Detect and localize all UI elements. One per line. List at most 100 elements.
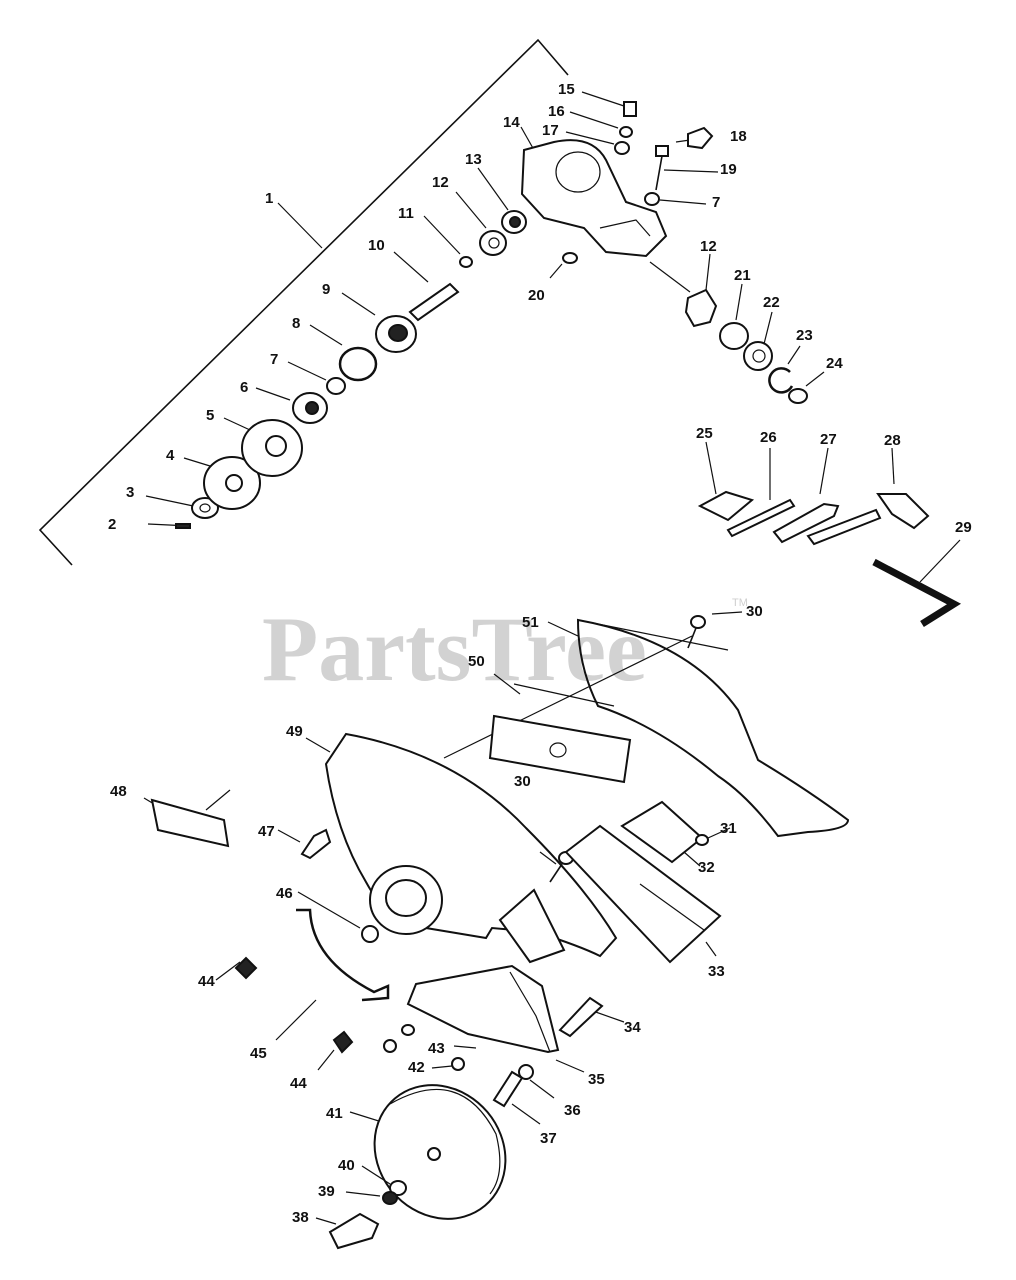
label-10: 10 bbox=[368, 237, 385, 254]
label-41: 41 bbox=[326, 1105, 343, 1122]
label-7a: 7 bbox=[270, 351, 278, 368]
label-36: 36 bbox=[564, 1102, 581, 1119]
label-12b: 12 bbox=[700, 238, 717, 255]
label-13: 13 bbox=[465, 151, 482, 168]
part-4-outer-washer bbox=[183, 456, 261, 510]
label-31: 31 bbox=[720, 820, 737, 837]
label-28: 28 bbox=[884, 432, 901, 449]
part-48-label bbox=[143, 789, 231, 848]
label-6: 6 bbox=[240, 379, 248, 396]
part-13-bearing bbox=[477, 167, 527, 234]
part-12b-gear bbox=[684, 253, 718, 328]
label-37: 37 bbox=[540, 1130, 557, 1147]
part-26-rod bbox=[726, 448, 796, 538]
label-48: 48 bbox=[110, 783, 127, 800]
label-19: 19 bbox=[720, 161, 737, 178]
part-5-inner-washer bbox=[223, 417, 303, 477]
label-47: 47 bbox=[258, 823, 275, 840]
label-1: 1 bbox=[265, 190, 273, 207]
part-45-strap bbox=[275, 908, 390, 1041]
part-14-gear-case bbox=[520, 126, 691, 293]
assembly-bracket bbox=[38, 38, 569, 566]
part-47-bolt bbox=[277, 828, 332, 860]
label-8: 8 bbox=[292, 315, 300, 332]
label-23: 23 bbox=[796, 327, 813, 344]
part-2-bolt bbox=[147, 523, 191, 529]
part-38-cover bbox=[315, 1212, 380, 1250]
part-23-circlip bbox=[768, 345, 801, 394]
label-30b: 30 bbox=[514, 773, 531, 790]
part-44b-bolt bbox=[317, 1030, 354, 1071]
label-7b: 7 bbox=[712, 194, 720, 211]
part-19-bolt bbox=[655, 145, 719, 191]
part-40-washer bbox=[361, 1165, 407, 1196]
label-34: 34 bbox=[624, 1019, 641, 1036]
part-42-screw bbox=[383, 1039, 465, 1071]
label-26: 26 bbox=[760, 429, 777, 446]
label-18: 18 bbox=[730, 128, 747, 145]
label-46: 46 bbox=[276, 885, 293, 902]
part-51-guard bbox=[547, 618, 850, 838]
part-36-nut bbox=[518, 1064, 555, 1099]
label-43: 43 bbox=[428, 1040, 445, 1057]
label-12a: 12 bbox=[432, 174, 449, 191]
part-44a-bolt bbox=[215, 956, 258, 981]
part-17-washer bbox=[565, 131, 630, 155]
label-39: 39 bbox=[318, 1183, 335, 1200]
label-30a: 30 bbox=[746, 603, 763, 620]
part-33-plate bbox=[564, 824, 722, 964]
label-21: 21 bbox=[734, 267, 751, 284]
part-6-bearing bbox=[255, 387, 328, 424]
label-32: 32 bbox=[698, 859, 715, 876]
part-10-shaft bbox=[393, 251, 460, 322]
part-12-bearing-upper bbox=[455, 191, 507, 256]
label-3: 3 bbox=[126, 484, 134, 501]
part-35-bracket bbox=[406, 964, 585, 1073]
label-38: 38 bbox=[292, 1209, 309, 1226]
part-43-screw bbox=[401, 1024, 477, 1049]
part-24-ring bbox=[788, 371, 825, 404]
label-15: 15 bbox=[558, 81, 575, 98]
label-49: 49 bbox=[286, 723, 303, 740]
part-25-tool-bag bbox=[697, 441, 755, 522]
label-24: 24 bbox=[826, 355, 843, 372]
label-27: 27 bbox=[820, 431, 837, 448]
label-22: 22 bbox=[763, 294, 780, 311]
label-33: 33 bbox=[708, 963, 725, 980]
part-28-box-wrench bbox=[806, 447, 930, 546]
label-45: 45 bbox=[250, 1045, 267, 1062]
part-30a-screw bbox=[443, 611, 743, 759]
callout-labels: 1 2 3 4 5 6 7 8 9 10 11 12 13 14 15 16 1… bbox=[108, 81, 972, 1226]
label-9: 9 bbox=[322, 281, 330, 298]
part-50-plate bbox=[488, 673, 632, 784]
label-17: 17 bbox=[542, 122, 559, 139]
label-42: 42 bbox=[408, 1059, 425, 1076]
part-8-snap-ring bbox=[309, 324, 378, 382]
part-27-wrench bbox=[772, 447, 840, 544]
label-5: 5 bbox=[206, 407, 214, 424]
part-7-washer bbox=[287, 361, 346, 395]
part-31-screw bbox=[695, 827, 731, 846]
label-11: 11 bbox=[398, 205, 414, 222]
label-14: 14 bbox=[503, 114, 520, 131]
part-16-washer bbox=[569, 111, 633, 138]
label-29: 29 bbox=[955, 519, 972, 536]
label-20: 20 bbox=[528, 287, 545, 304]
part-37-spacer bbox=[492, 1070, 541, 1125]
part-39-nut bbox=[345, 1191, 398, 1205]
part-29-hex-key bbox=[872, 539, 962, 627]
label-25: 25 bbox=[696, 425, 713, 442]
part-46-nut bbox=[297, 891, 379, 943]
watermark-tm: TM bbox=[732, 597, 748, 609]
label-44b: 44 bbox=[290, 1075, 307, 1092]
part-34-bolt bbox=[558, 996, 625, 1038]
label-35: 35 bbox=[588, 1071, 605, 1088]
part-9-bearing bbox=[341, 292, 417, 353]
part-7b-washer bbox=[644, 192, 707, 206]
part-11-ring bbox=[423, 215, 473, 268]
label-2: 2 bbox=[108, 516, 116, 533]
part-21-bearing bbox=[719, 283, 749, 350]
watermark-text: PartsTree bbox=[262, 598, 647, 700]
part-49-blade-cover bbox=[305, 732, 618, 964]
